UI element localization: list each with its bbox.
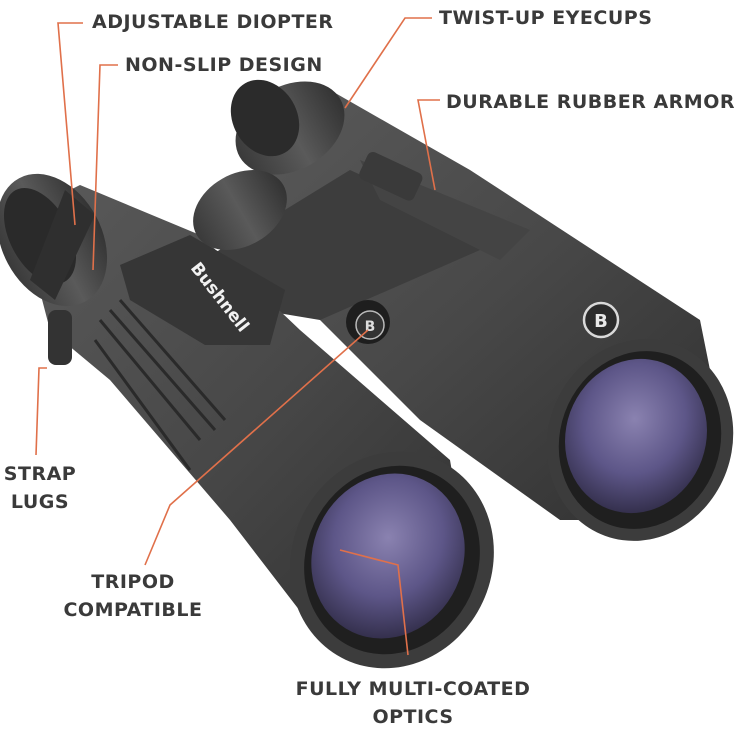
brand-badge-icon [582,301,620,339]
callout-adjustable-diopter: ADJUSTABLE DIOPTER [92,11,334,33]
diopter-ring [30,190,95,300]
callout-fully-multi-coated-optics: FULLY MULTI-COATED OPTICS [295,678,531,728]
svg-text:B: B [594,311,608,332]
callout-line-armor [417,99,440,191]
right-objective-lens [565,358,707,514]
callout-line-eyecups [344,17,432,109]
callout-tripod-compatible: TRIPOD COMPATIBLE [63,571,203,621]
focus-knob: B [346,300,390,344]
left-barrel: Bushnell [0,170,494,669]
callout-lines [35,17,440,656]
callout-line-optics [339,549,409,656]
left-objective-lens [311,473,465,639]
callout-strap-lugs: STRAP LUGS [3,463,77,513]
callout-line-non-slip [92,64,118,271]
strap-lug [48,310,72,365]
callout-twist-up-eyecups: TWIST-UP EYECUPS [439,7,653,29]
callout-line-tripod [144,329,369,566]
callout-durable-rubber-armor: DURABLE RUBBER ARMOR [446,91,735,113]
callout-line-strap-lugs [35,367,47,456]
callout-line-diopter [57,22,83,226]
svg-text:B: B [365,319,376,335]
callout-non-slip-design: NON-SLIP DESIGN [125,54,323,76]
non-slip-grip-panel [120,235,285,345]
